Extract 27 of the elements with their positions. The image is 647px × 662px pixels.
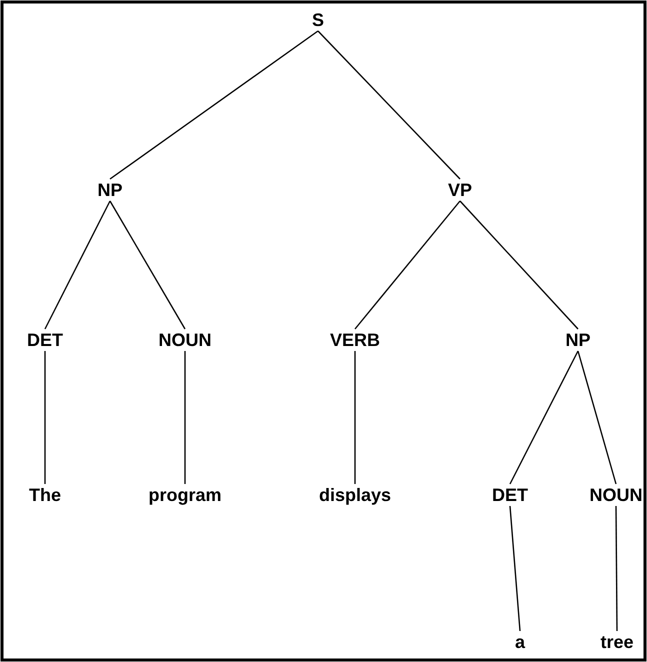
tree-branch-line <box>44 200 111 330</box>
tree-branch-line <box>184 351 186 484</box>
tree-node-label: The <box>29 485 61 505</box>
tree-branch-line <box>354 200 460 330</box>
tree-node-label: displays <box>318 485 392 505</box>
tree-branch-line <box>460 200 578 330</box>
tree-node-label: VERB <box>330 330 380 350</box>
tree-branch-line <box>318 30 460 180</box>
tree-branch-line <box>509 350 579 484</box>
tree-node-label: NP <box>566 330 590 350</box>
tree-branch-line <box>109 200 186 330</box>
tree-node-label: NOUN <box>158 330 212 350</box>
tree-branch-line <box>509 506 521 632</box>
tree-node-label: S <box>312 10 324 30</box>
tree-branch-line <box>110 30 318 180</box>
tree-node-label: tree <box>600 632 634 652</box>
tree-node-label: NOUN <box>590 485 642 505</box>
tree-branch-line <box>615 506 618 631</box>
tree-branch-line <box>44 351 46 484</box>
tree-node-label: program <box>148 485 222 505</box>
tree-branch-line <box>354 351 356 484</box>
tree-node-label: DET <box>492 485 528 505</box>
tree-node-label: a <box>515 632 525 652</box>
tree-node-label: VP <box>448 180 472 200</box>
tree-node-label: NP <box>98 180 122 200</box>
tree-node-label: DET <box>27 330 63 350</box>
tree-branch-line <box>577 350 617 484</box>
